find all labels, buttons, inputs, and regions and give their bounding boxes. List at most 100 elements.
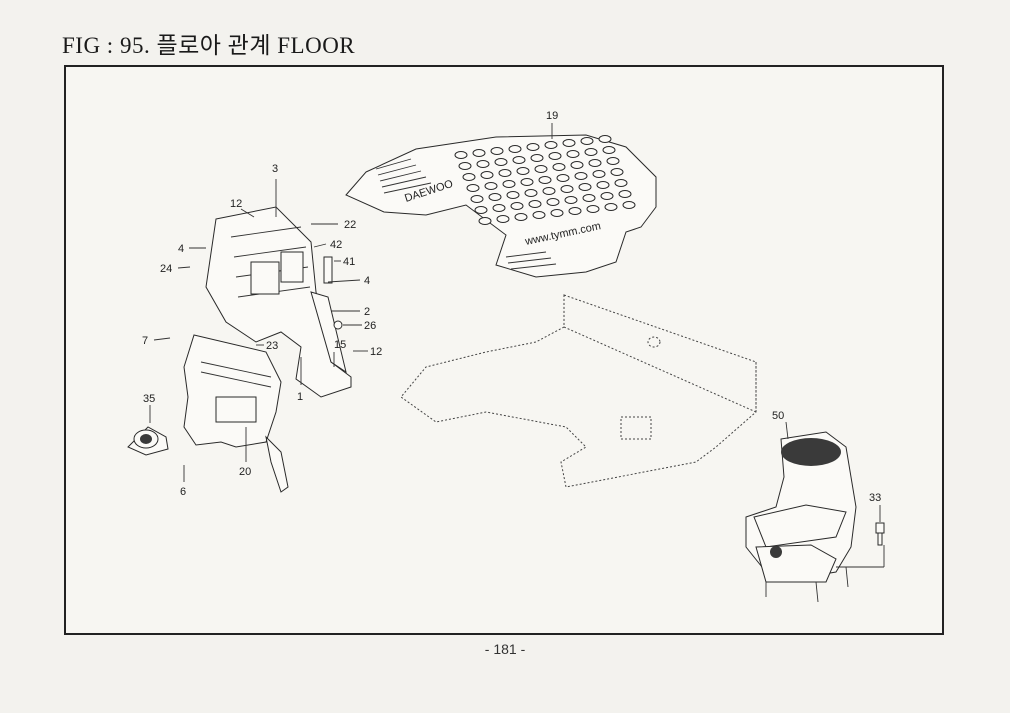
mat-grip-dot (552, 163, 566, 171)
mat-grip-dot (592, 170, 606, 178)
mat-grip-dot (550, 209, 564, 217)
mat-grip-dot (474, 206, 488, 214)
callout-2: 2 (364, 306, 370, 318)
callout-41: 41 (343, 256, 355, 268)
callout-15: 15 (334, 339, 346, 351)
callout-24: 24 (160, 263, 172, 275)
mat-grip-dot (568, 207, 582, 215)
mat-grip-dot (546, 198, 560, 206)
mat-grip-dot (524, 189, 538, 197)
mat-grip-dot (542, 187, 556, 195)
mat-grip-dot (534, 165, 548, 173)
mat-grip-dot (606, 157, 620, 165)
leader-7 (153, 337, 171, 341)
leader-4b (327, 279, 361, 283)
page-number: - 181 - (484, 641, 526, 657)
callout-35: 35 (143, 393, 155, 405)
mat-grip-dot (578, 183, 592, 191)
leader-42 (313, 243, 327, 248)
mat-grip-dot (596, 181, 610, 189)
mat-grip-dot (516, 167, 530, 175)
mat-grip-dot (502, 180, 516, 188)
floor-mat-part: DAEWOO www.tymm.com (345, 134, 657, 278)
callout-50: 50 (772, 410, 784, 422)
callout-3: 3 (272, 163, 278, 175)
exploded-parts-diagram: DAEWOO www.tymm.com 19 (127, 110, 885, 603)
mat-grip-dot (556, 174, 570, 182)
mat-grip-dot (510, 202, 524, 210)
mat-grip-dot (526, 143, 540, 151)
callout-19: 19 (546, 110, 558, 122)
mat-grip-dot (496, 215, 510, 223)
mat-grip-dot (598, 135, 612, 143)
leader-24 (177, 266, 191, 269)
mat-grip-dot (508, 145, 522, 153)
mat-grip-dot (506, 191, 520, 199)
mat-grip-dot (480, 171, 494, 179)
mat-grip-dot (538, 176, 552, 184)
mat-grip-dot (528, 200, 542, 208)
callout-20: 20 (239, 466, 251, 478)
mat-grip-dot (586, 205, 600, 213)
mat-grip-dot (622, 201, 636, 209)
mat-grip-dot (570, 161, 584, 169)
grommet-part-26 (333, 320, 343, 330)
callout-26: 26 (364, 320, 376, 332)
mat-grip-dot (574, 172, 588, 180)
rubber-boot-part (127, 426, 169, 456)
mat-grip-dot (490, 147, 504, 155)
callout-1: 1 (297, 391, 303, 403)
leader-50 (785, 421, 789, 440)
diagram-frame: DAEWOO www.tymm.com 19 (64, 65, 944, 635)
mat-grip-dot (618, 190, 632, 198)
callout-23: 23 (266, 340, 278, 352)
mat-grip-dot (614, 179, 628, 187)
callout-22: 22 (344, 219, 356, 231)
bolt-part-33 (875, 522, 885, 546)
mat-grip-dot (582, 194, 596, 202)
mat-grip-dot (466, 184, 480, 192)
mat-grip-dots (454, 135, 636, 225)
mat-grip-dot (498, 169, 512, 177)
mat-grip-dot (566, 150, 580, 158)
mat-grip-dot (454, 151, 468, 159)
dash-panel-assembly (205, 206, 352, 398)
mat-grip-dot (520, 178, 534, 186)
lower-panel-assembly (183, 334, 289, 493)
callout-42: 42 (330, 239, 342, 251)
mat-grip-dot (560, 185, 574, 193)
mat-grip-dot (514, 213, 528, 221)
mat-grip-dot (488, 193, 502, 201)
callout-4b: 4 (364, 275, 370, 287)
callout-6: 6 (180, 486, 186, 498)
mat-grip-dot (472, 149, 486, 157)
floor-plate-part (400, 294, 757, 488)
mat-grip-dot (564, 196, 578, 204)
mat-grip-dot (610, 168, 624, 176)
mat-grip-dot (492, 204, 506, 212)
callout-7: 7 (142, 335, 148, 347)
leader-12a (240, 208, 255, 218)
mat-grip-dot (604, 203, 618, 211)
mat-grip-dot (478, 217, 492, 225)
mat-grip-dot (584, 148, 598, 156)
callout-4a: 4 (178, 243, 184, 255)
callout-33: 33 (869, 492, 881, 504)
mat-grip-dot (462, 173, 476, 181)
mat-grip-slots-bottom (505, 251, 557, 270)
mat-grip-dot (512, 156, 526, 164)
callout-12a: 12 (230, 198, 242, 210)
mat-grip-dot (484, 182, 498, 190)
mat-grip-dot (588, 159, 602, 167)
mat-grip-dot (600, 192, 614, 200)
mat-grip-dot (530, 154, 544, 162)
mat-grip-dot (532, 211, 546, 219)
bracket-part-41 (323, 256, 333, 284)
mat-grip-dot (562, 139, 576, 147)
mat-grip-slots-left (375, 158, 432, 194)
mat-grip-dot (548, 152, 562, 160)
mat-grip-dot (602, 146, 616, 154)
figure-title: FIG : 95. 플로아 관계 FLOOR (62, 33, 356, 58)
mat-grip-dot (470, 195, 484, 203)
operator-seat-part (745, 431, 857, 603)
